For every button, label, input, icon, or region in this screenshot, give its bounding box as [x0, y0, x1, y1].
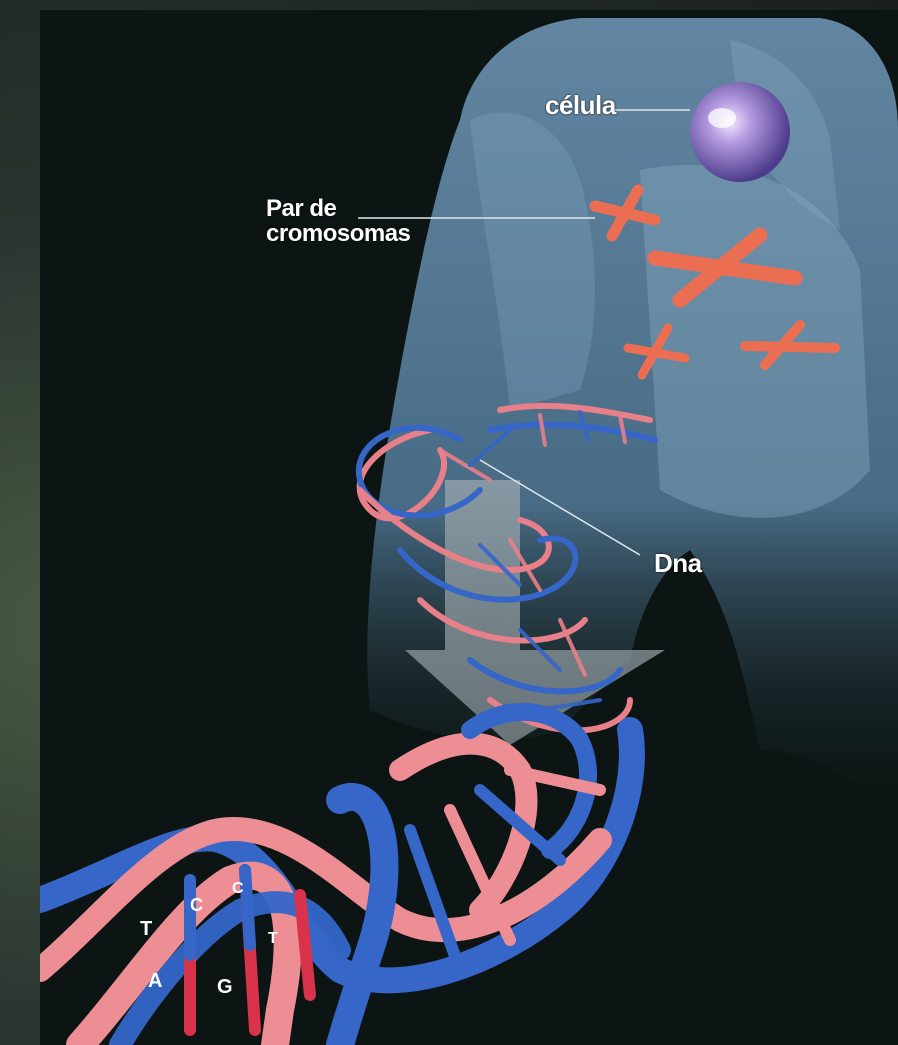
chromosome-label-line-1: Par de [266, 196, 410, 221]
diagram-panel: T A C G C T célula Par de cromosomas Dna [40, 10, 898, 1045]
chromosome-pair-label: Par de cromosomas [266, 196, 410, 246]
dna-base-letter: T [140, 918, 152, 941]
dna-base-letter: T [268, 930, 278, 948]
dna-base-letter: A [148, 970, 162, 993]
dna-label: Dna [654, 550, 702, 577]
cell-icon [690, 82, 790, 182]
chromosome-label-line-2: cromosomas [266, 221, 410, 246]
dna-base-letter: C [190, 895, 203, 916]
dna-base-letter: C [232, 880, 244, 898]
human-body-silhouette [367, 18, 898, 830]
dna-base-letter: G [217, 976, 233, 999]
diagram-artwork [40, 10, 898, 1045]
cell-label: célula [545, 92, 616, 119]
